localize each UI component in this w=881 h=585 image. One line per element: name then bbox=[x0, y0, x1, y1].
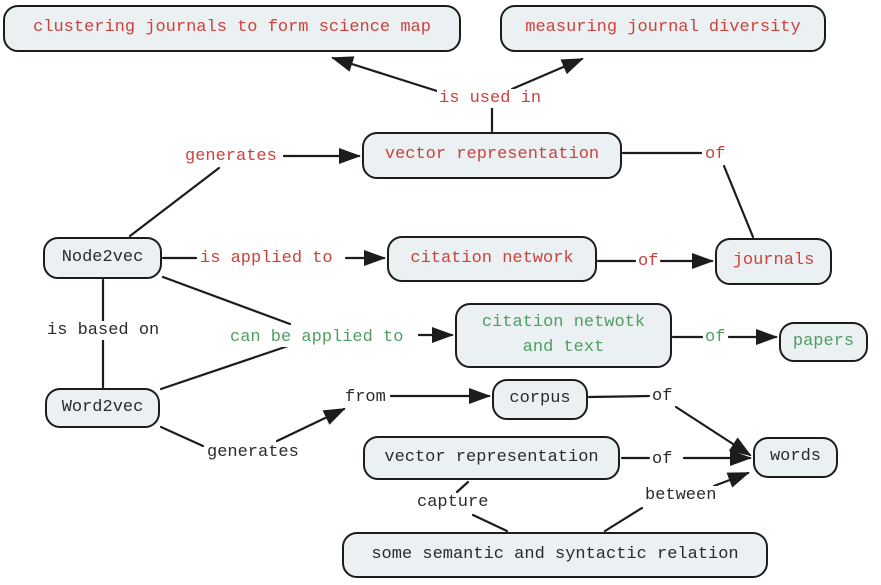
node-vector-representation-journals: vector representation bbox=[362, 132, 622, 179]
label-from: from bbox=[343, 388, 388, 407]
node-clustering-journals-science-map: clustering journals to form science map bbox=[3, 5, 461, 52]
edge-between-words bbox=[712, 471, 750, 488]
edge-corpus-of bbox=[587, 394, 651, 399]
label-is-used-in: is used in bbox=[437, 89, 544, 108]
label-between: between bbox=[643, 486, 719, 505]
node-measuring-journal-diversity: measuring journal diversity bbox=[500, 5, 826, 52]
edge-word2vec-generates bbox=[159, 425, 205, 448]
edge-isusedin-diversity bbox=[510, 57, 584, 91]
label-of-papers: of bbox=[703, 328, 728, 347]
label-can-be-applied-to: can be applied to bbox=[228, 328, 406, 347]
edge-generates-from bbox=[275, 407, 346, 443]
node-words: words bbox=[753, 437, 838, 478]
label-generates-red: generates bbox=[183, 147, 279, 166]
node-word2vec: Word2vec bbox=[45, 388, 160, 428]
node-corpus: corpus bbox=[492, 379, 588, 420]
edge-node2vec-canbeapplied bbox=[161, 275, 292, 326]
edge-capture-relation bbox=[471, 513, 509, 533]
label-generates-black: generates bbox=[205, 443, 301, 462]
node-citation-network: citation network bbox=[387, 236, 597, 282]
label-of-representation-words: of bbox=[650, 450, 675, 469]
label-of-top-right: of bbox=[703, 145, 728, 164]
node-vector-representation-words: vector representation bbox=[363, 436, 620, 480]
node-semantic-syntactic-relation: some semantic and syntactic relation bbox=[342, 532, 768, 578]
edge-of-journals-diag bbox=[722, 164, 755, 239]
edge-relation-between bbox=[603, 506, 644, 533]
edge-word2vec-canbeapplied bbox=[159, 343, 293, 391]
edge-vectorblack-capture bbox=[455, 480, 470, 494]
label-capture: capture bbox=[415, 493, 491, 512]
node-citation-network-and-text: citation netwotk and text bbox=[455, 303, 672, 368]
label-is-based-on: is based on bbox=[45, 321, 162, 340]
edge-isusedin-clustering bbox=[331, 56, 439, 93]
node-journals: journals bbox=[715, 238, 832, 285]
edge-ofcorpus-words bbox=[674, 405, 752, 457]
label-of-corpus-words: of bbox=[650, 387, 675, 406]
node-papers: papers bbox=[779, 322, 868, 362]
label-is-applied-to: is applied to bbox=[198, 249, 335, 268]
label-of-citation-journals: of bbox=[636, 252, 661, 271]
node-node2vec: Node2vec bbox=[43, 237, 162, 279]
edge-node2vec-generates bbox=[128, 166, 221, 238]
